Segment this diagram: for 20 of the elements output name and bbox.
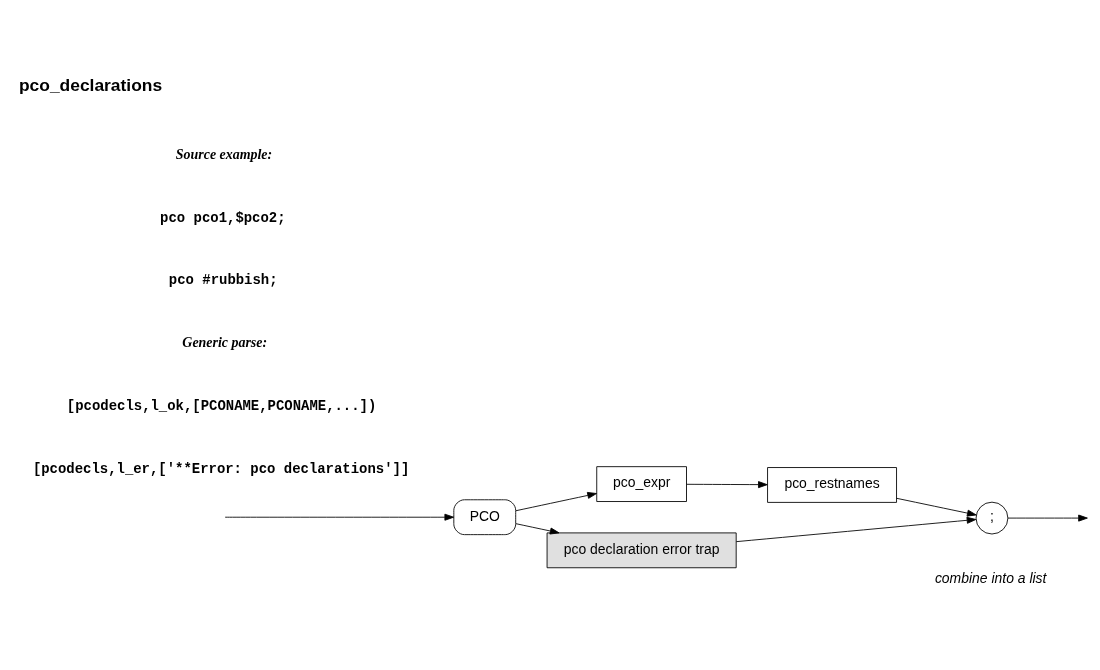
arrow (515, 491, 597, 511)
node-circle: ; (975, 501, 1009, 534)
node-label: combine into a list (934, 569, 1047, 586)
label: Source example: (175, 146, 273, 162)
diagram-title: pco_declarations (18, 74, 163, 95)
node-box: pco declaration error trap (546, 531, 737, 568)
node-box: pco_expr (596, 465, 687, 502)
label: pco #rubbish; (168, 271, 278, 288)
node-box: pco_restnames (767, 466, 897, 503)
arrow (896, 497, 977, 517)
label: pco pco1,$pco2; (160, 209, 286, 226)
arrow (1007, 514, 1088, 522)
label: [pcodecls,l_er,['**Error: pco declarations']] (32, 460, 410, 477)
arrow (224, 513, 455, 521)
arrow (686, 480, 768, 488)
label: Generic parse: (182, 334, 268, 350)
node-box: PCO (453, 498, 517, 535)
arrow (735, 516, 977, 542)
label: [pcodecls,l_ok,[PCONAME,PCONAME,...]) (66, 397, 377, 414)
arrow (515, 522, 560, 534)
